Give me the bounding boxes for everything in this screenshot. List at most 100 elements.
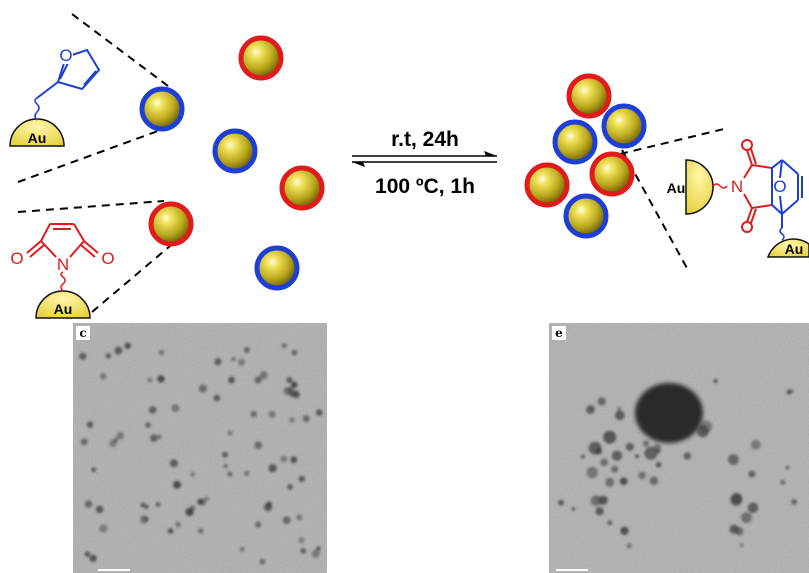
tem-particle [298, 475, 305, 483]
maleimide-nanoparticle [279, 165, 325, 211]
tem-particle [600, 458, 608, 467]
tem-panel-aggregated: e [549, 323, 809, 573]
tem-particle [638, 471, 646, 480]
tem-particle [157, 375, 165, 383]
maleimide-ligand: Au N O O [10, 223, 115, 319]
tem-particle [148, 406, 157, 414]
tem-particle [291, 349, 298, 356]
tem-particle [316, 546, 321, 551]
tem-particle [80, 438, 88, 446]
tem-particle [197, 498, 204, 505]
tem-particle [227, 430, 233, 436]
tem-particle [595, 507, 604, 516]
reverse-condition: 100 ºC, 1h [375, 175, 475, 198]
tem-particle [649, 476, 659, 486]
tem-particle [287, 386, 293, 392]
tem-particle [254, 376, 262, 384]
forward-condition: r.t, 24h [391, 128, 459, 151]
tem-particle [150, 434, 158, 443]
tem-particle [109, 440, 117, 448]
maleimide-nanoparticle [566, 73, 612, 119]
tem-particle [296, 514, 303, 521]
dashed-guide [619, 127, 729, 155]
au-label: Au [28, 130, 47, 146]
tem-particle [140, 502, 146, 508]
tem-particle [644, 446, 658, 460]
tem-particle [243, 347, 250, 353]
tem-particle [586, 405, 595, 414]
tem-particle [89, 554, 97, 562]
tem-particle [99, 524, 108, 533]
tem-particle [614, 410, 625, 421]
au-support-cap [35, 290, 91, 319]
tem-particle [147, 377, 153, 383]
tem-particle [254, 441, 263, 450]
tem-particle [311, 549, 320, 559]
tem-particle [586, 466, 598, 479]
maleimide-nanoparticle [238, 35, 284, 81]
dashed-guide [17, 130, 159, 183]
au-support-cap [9, 118, 65, 147]
tem-particle [213, 394, 221, 402]
tem-particle [656, 449, 661, 454]
tem-particle [286, 376, 293, 384]
maleimide-nanoparticle [524, 162, 570, 208]
tem-particle [635, 454, 640, 459]
tem-particle [144, 504, 149, 510]
tem-particle [619, 477, 628, 486]
aggregated-cluster [524, 73, 647, 239]
tem-particle [302, 415, 310, 423]
tem-particle [259, 558, 266, 565]
dashed-guide [91, 245, 171, 313]
tem-particle [259, 371, 268, 380]
furan-nanoparticle [563, 193, 609, 239]
tem-particle [750, 439, 761, 450]
panel-letter: c [79, 326, 86, 340]
tem-particle [169, 459, 178, 468]
tem-particle [625, 442, 634, 451]
furan-nanoparticle [552, 119, 598, 165]
tem-particle [171, 404, 180, 413]
tem-particle [581, 454, 585, 459]
tem-particle [748, 470, 756, 478]
tem-particle [617, 406, 622, 411]
tem-particle [124, 342, 131, 349]
tem-particle [730, 494, 743, 506]
nitrogen-atom: N [57, 255, 69, 274]
tem-particle [155, 502, 161, 507]
nitrogen-atom: N [731, 177, 743, 196]
tem-particle [747, 502, 759, 514]
wavy-linker [60, 271, 66, 292]
diels-alder-adduct: Au N O Au [667, 139, 809, 258]
tem-particle [145, 422, 151, 428]
tem-particle [603, 430, 617, 444]
tem-particle [713, 379, 718, 384]
tem-particle [86, 421, 94, 429]
tem-particle [607, 520, 613, 526]
tem-particle [84, 500, 93, 508]
tem-particle [740, 543, 744, 547]
furan-nanoparticle [212, 128, 258, 174]
furan-nanoparticle [601, 103, 647, 149]
au-support-cap [685, 159, 714, 215]
tem-particle [558, 499, 564, 506]
tem-particle [791, 499, 798, 505]
tem-particle [173, 480, 182, 489]
tem-particle [298, 537, 305, 544]
dashed-guide [17, 200, 165, 213]
wavy-linker [34, 97, 40, 121]
tem-particle [84, 551, 91, 557]
tem-particle [95, 505, 104, 514]
tem-particle [611, 465, 619, 473]
tem-particle [696, 424, 709, 438]
maleimide-nanoparticle [589, 151, 635, 197]
tem-particle [785, 466, 790, 470]
oxygen-atom: O [101, 249, 114, 268]
tem-particle [204, 496, 210, 502]
tem-particle [79, 352, 87, 360]
tem-particle [590, 495, 602, 506]
tem-particle [250, 411, 257, 418]
tem-particle [223, 463, 229, 469]
tem-particle [175, 521, 181, 528]
